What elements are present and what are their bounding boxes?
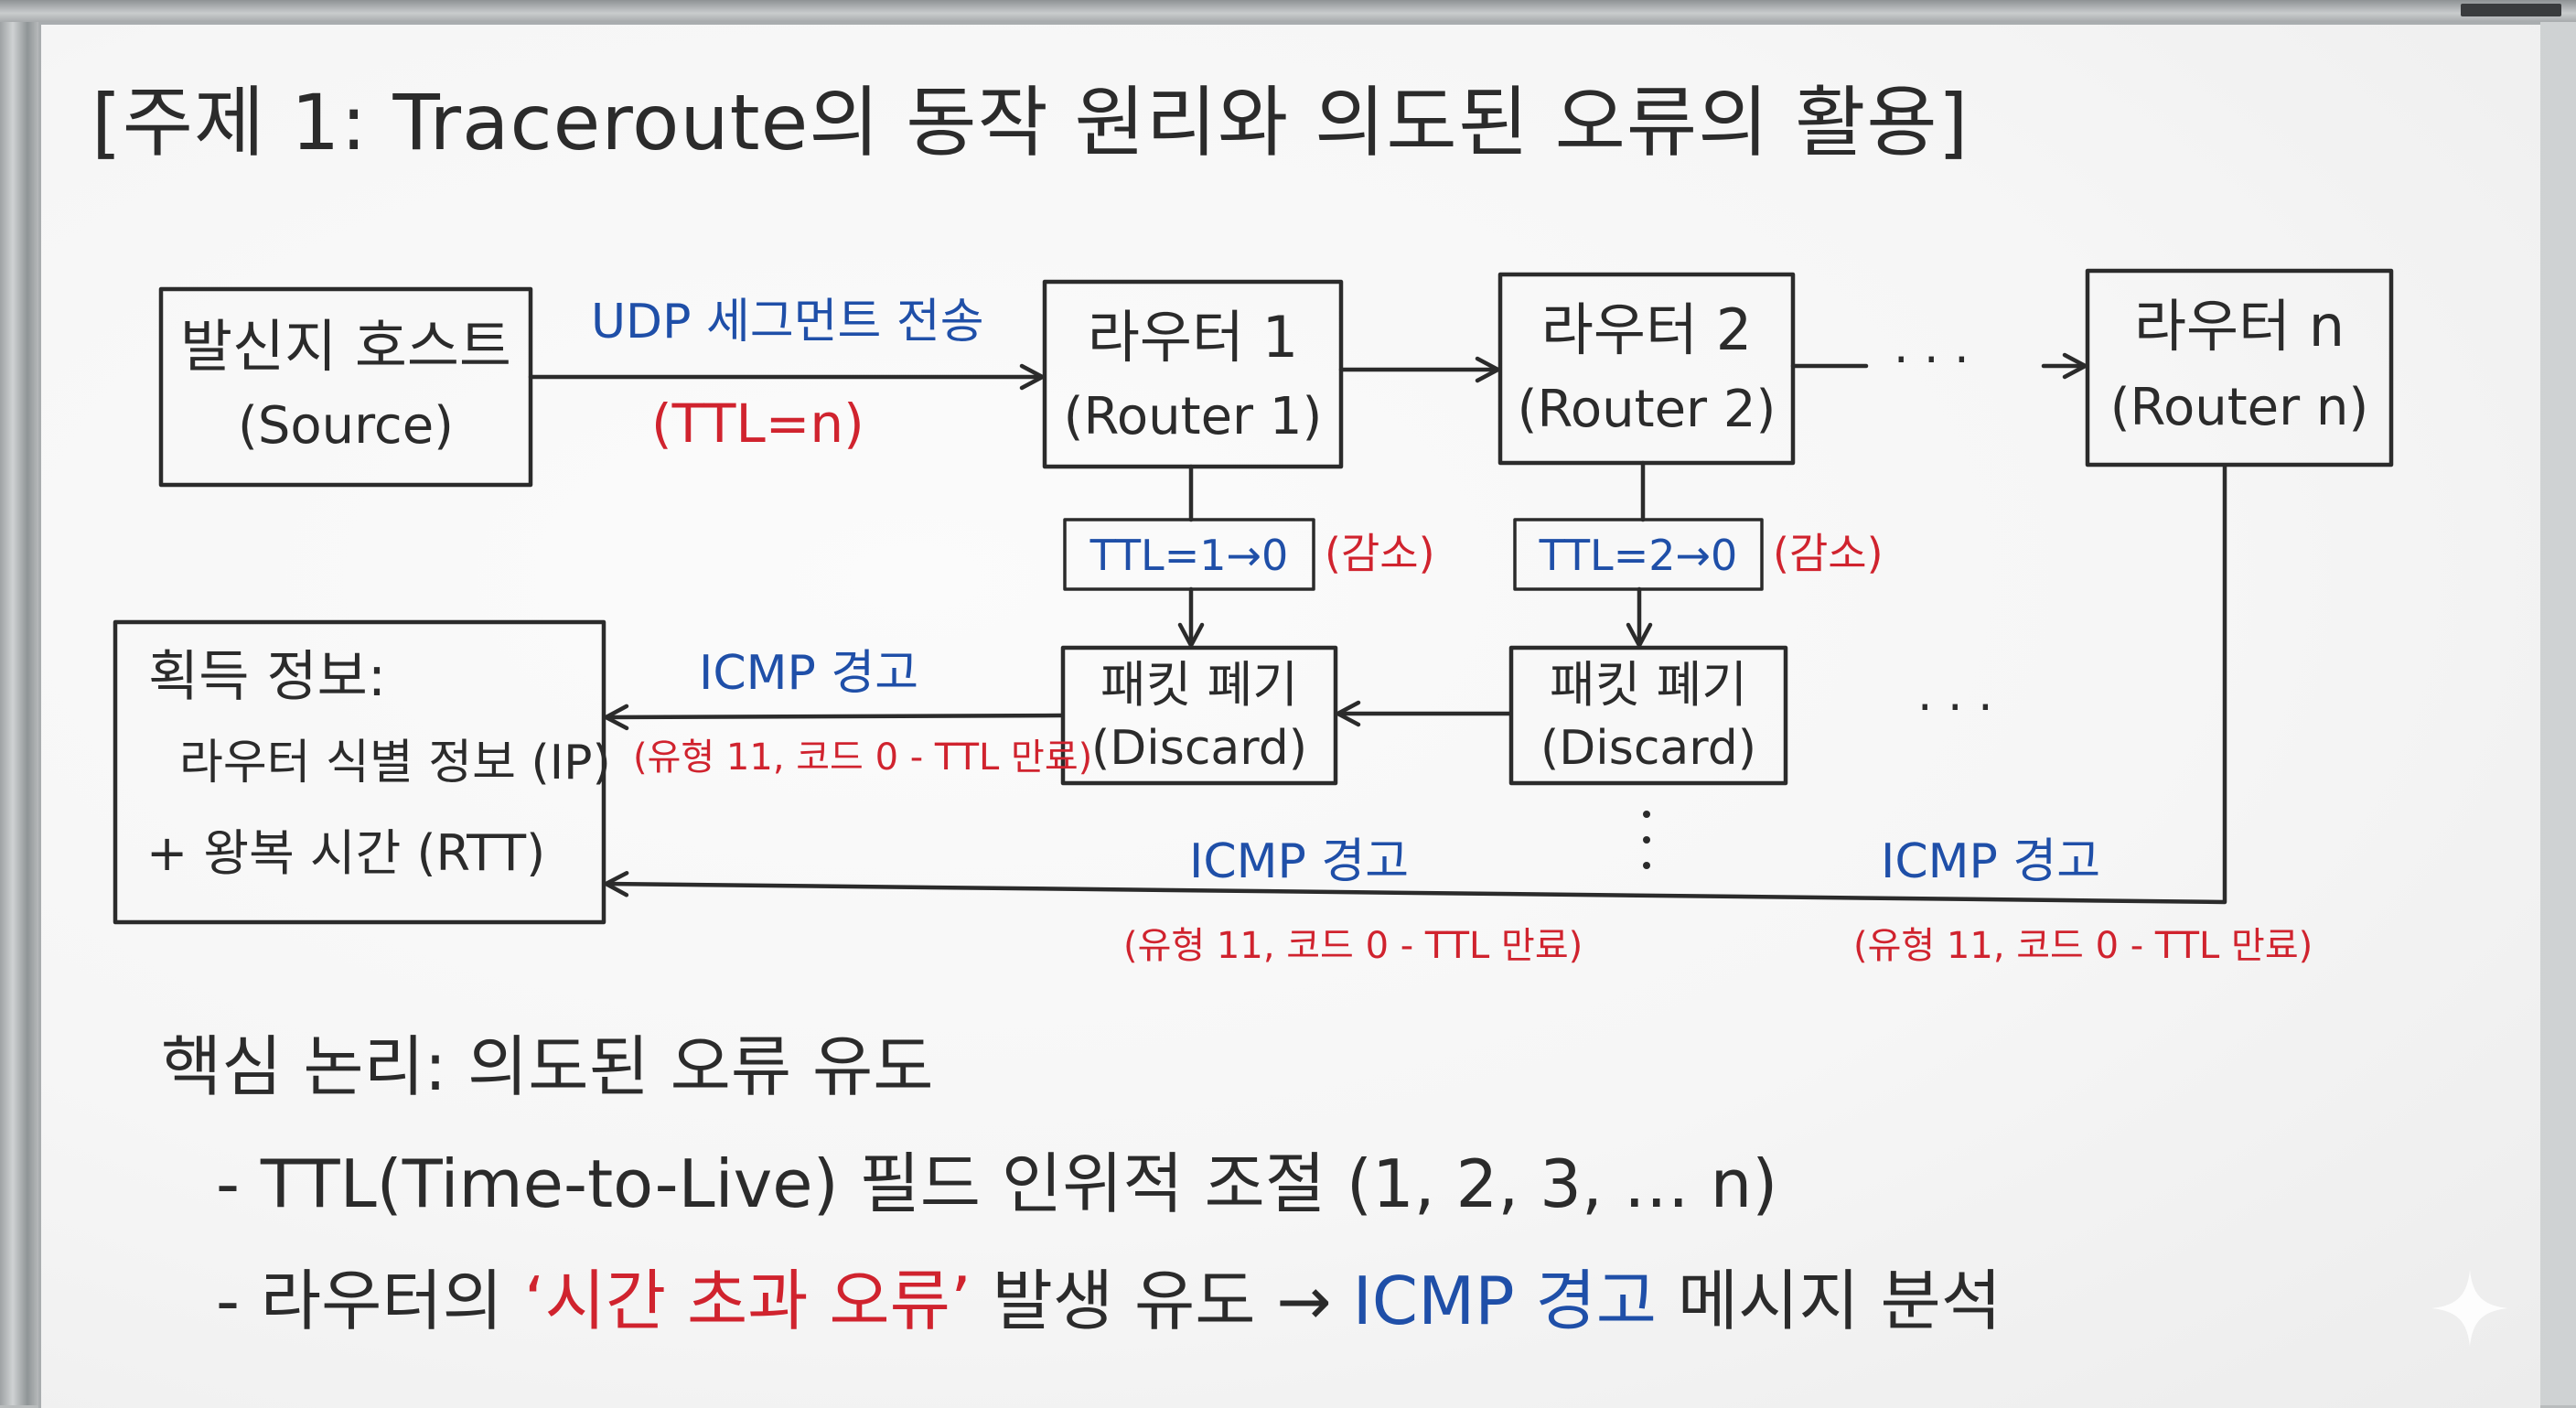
core-point-2-quote: ‘시간 초과 오류’ — [523, 1263, 971, 1339]
ttl2-note: (감소) — [1773, 529, 1884, 578]
router2-label: 라우터 2 — [1540, 296, 1753, 363]
routern-label: 라우터 n — [2133, 293, 2345, 360]
icmp-label-2: ICMP 경고 — [1189, 834, 1410, 889]
core-heading: 핵심 논리: 의도된 오류 유도 — [161, 1028, 934, 1105]
routern-sub: (Router n) — [2109, 378, 2369, 437]
core-point-2-icmp: ICMP 경고 — [1352, 1263, 1657, 1339]
discard2-sub: (Discard) — [1540, 721, 1757, 776]
source-box — [158, 286, 533, 488]
whiteboard-top-rail — [0, 0, 2576, 22]
whiteboard-surface — [38, 22, 2540, 1408]
discard1-to-info-arrow — [604, 704, 1064, 731]
ttl1-value: TTL=1→0 — [1089, 531, 1289, 580]
core-point-2: - 라우터의 ‘시간 초과 오류’ 발생 유도 → ICMP 경고 메시지 분석 — [216, 1268, 2002, 1334]
info-line1: 라우터 식별 정보 (IP) — [179, 736, 611, 790]
discard1-sub: (Discard) — [1090, 721, 1308, 776]
discard2-label: 패킷 폐기 — [1550, 656, 1747, 714]
ttl2-value: TTL=2→0 — [1539, 531, 1738, 580]
sparkle-icon — [2431, 1270, 2508, 1347]
routers-ellipsis: · · · — [1894, 333, 1970, 388]
routern-return-arrow — [604, 464, 2227, 905]
icmp-label-3: ICMP 경고 — [1881, 834, 2101, 889]
discard2-box — [1508, 645, 1788, 786]
ttl1-note: (감소) — [1325, 529, 1435, 578]
core-point-2-suffix: 메시지 분석 — [1656, 1263, 2002, 1339]
source-label: 발신지 호스트 — [180, 313, 511, 380]
send-arrow-label: UDP 세그먼트 전송 — [591, 295, 984, 349]
page-title: [주제 1: Traceroute의 동작 원리와 의도된 오류의 활용] — [91, 78, 1970, 167]
info-box — [113, 619, 606, 925]
router2-sub: (Router 2) — [1517, 380, 1776, 439]
core-point-1: - TTL(Time-to-Live) 필드 인위적 조절 (1, 2, 3, … — [216, 1145, 1778, 1222]
info-heading: 획득 정보: — [148, 645, 387, 709]
router2-box — [1497, 272, 1796, 466]
core-point-2-mid: 발생 유도 → — [971, 1263, 1353, 1339]
icmp-detail-1: (유형 11, 코드 0 - TTL 만료) — [633, 736, 1093, 779]
icmp-label-1: ICMP 경고 — [699, 646, 919, 701]
routern-box — [2085, 268, 2394, 468]
brand-label — [2461, 4, 2561, 16]
router1-label: 라우터 1 — [1087, 304, 1299, 371]
router1-sub: (Router 1) — [1063, 387, 1323, 446]
icmp-detail-3: (유형 11, 코드 0 - TTL 만료) — [1853, 925, 2313, 967]
source-sub: (Source) — [237, 396, 455, 456]
core-point-2-prefix: - 라우터의 — [216, 1263, 524, 1339]
send-arrow-ttl: (TTL=n) — [651, 392, 864, 455]
discard-ellipsis: · · · — [1917, 681, 1993, 736]
discard1-label: 패킷 폐기 — [1100, 656, 1298, 714]
info-line2: + 왕복 시간 (RTT) — [146, 824, 546, 882]
icmp-detail-2: (유형 11, 코드 0 - TTL 만료) — [1123, 925, 1583, 967]
